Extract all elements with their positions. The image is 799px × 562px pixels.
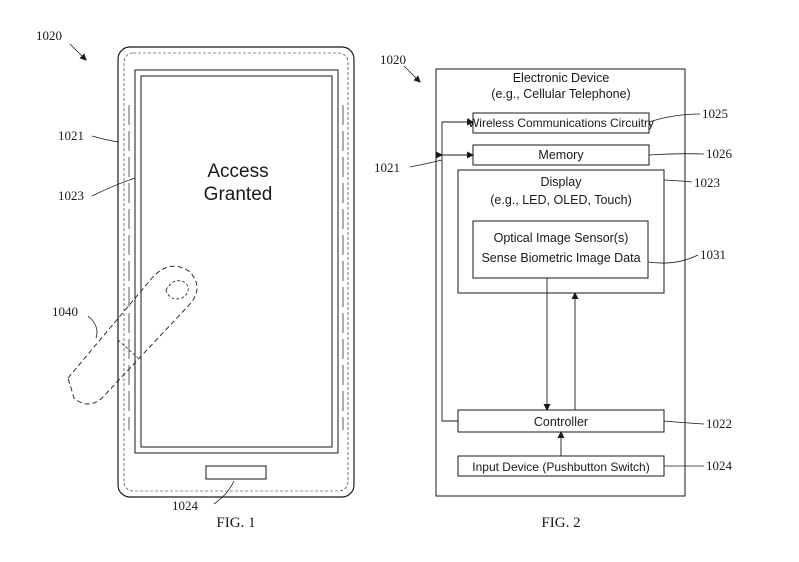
screen-text-line1: Access (207, 161, 268, 182)
fig1-caption: FIG. 1 (216, 515, 255, 531)
controller-to-wireless-line (441, 118, 474, 422)
leader-1024-fig1 (213, 480, 235, 505)
memory-label: Memory (538, 148, 584, 162)
sensor-label-line1: Optical Image Sensor(s) (494, 231, 629, 245)
fig2-connections (436, 118, 579, 456)
fig1-phone (67, 46, 355, 498)
display-box (457, 169, 665, 294)
sensor-box (472, 220, 649, 279)
leader-1023-fig2 (663, 179, 693, 183)
fingernail-outline (165, 280, 189, 300)
ref-1023-fig2: 1023 (694, 175, 720, 190)
device-title-line2: (e.g., Cellular Telephone) (491, 87, 630, 101)
fig1-leaders (69, 43, 235, 505)
home-button (205, 465, 267, 480)
ref-1020-fig1: 1020 (36, 28, 62, 43)
display-label-line1: Display (541, 175, 583, 189)
ref-1024-fig2: 1024 (706, 458, 733, 473)
leader-1026 (648, 153, 705, 156)
display-label-line2: (e.g., LED, OLED, Touch) (490, 193, 632, 207)
ref-1022: 1022 (706, 416, 732, 431)
leader-1025 (648, 113, 701, 123)
sensor-label-line2: Sense Biometric Image Data (481, 251, 640, 265)
ref-1040: 1040 (52, 304, 78, 319)
fig2-blocks (435, 68, 686, 497)
finger-knuckle-line (117, 339, 139, 359)
device-title-line1: Electronic Device (513, 71, 610, 85)
leader-1022 (663, 420, 705, 425)
fig2-leaders (403, 65, 705, 467)
finger-outline (67, 265, 198, 405)
ref-1031: 1031 (700, 247, 726, 262)
ref-1026: 1026 (706, 146, 733, 161)
ref-1021-fig1: 1021 (58, 128, 84, 143)
leader-1023-fig1 (91, 177, 136, 197)
phone-display (134, 69, 339, 454)
leader-1040 (87, 315, 98, 339)
fig2-caption: FIG. 2 (541, 515, 580, 531)
ref-1025: 1025 (702, 106, 728, 121)
phone-housing (117, 46, 355, 498)
ref-1023-fig1: 1023 (58, 188, 84, 203)
phone-housing-inner-edge (123, 52, 349, 492)
leader-1020-fig1 (69, 43, 87, 61)
leader-1021-fig2 (409, 159, 443, 168)
ref-1020-fig2: 1020 (380, 52, 406, 67)
leader-1031 (647, 254, 699, 264)
phone-display-inner (140, 75, 333, 448)
device-box (435, 68, 686, 497)
wireless-label: Wireless Communications Circuitry (468, 116, 654, 130)
controller-label: Controller (534, 415, 588, 429)
ref-1021-fig2: 1021 (374, 160, 400, 175)
screen-text-line2: Granted (204, 184, 273, 205)
leader-1020-fig2 (403, 65, 421, 83)
input-device-label: Input Device (Pushbutton Switch) (472, 460, 649, 474)
ref-1024-fig1: 1024 (172, 498, 199, 513)
leader-1021-fig1 (91, 135, 119, 143)
